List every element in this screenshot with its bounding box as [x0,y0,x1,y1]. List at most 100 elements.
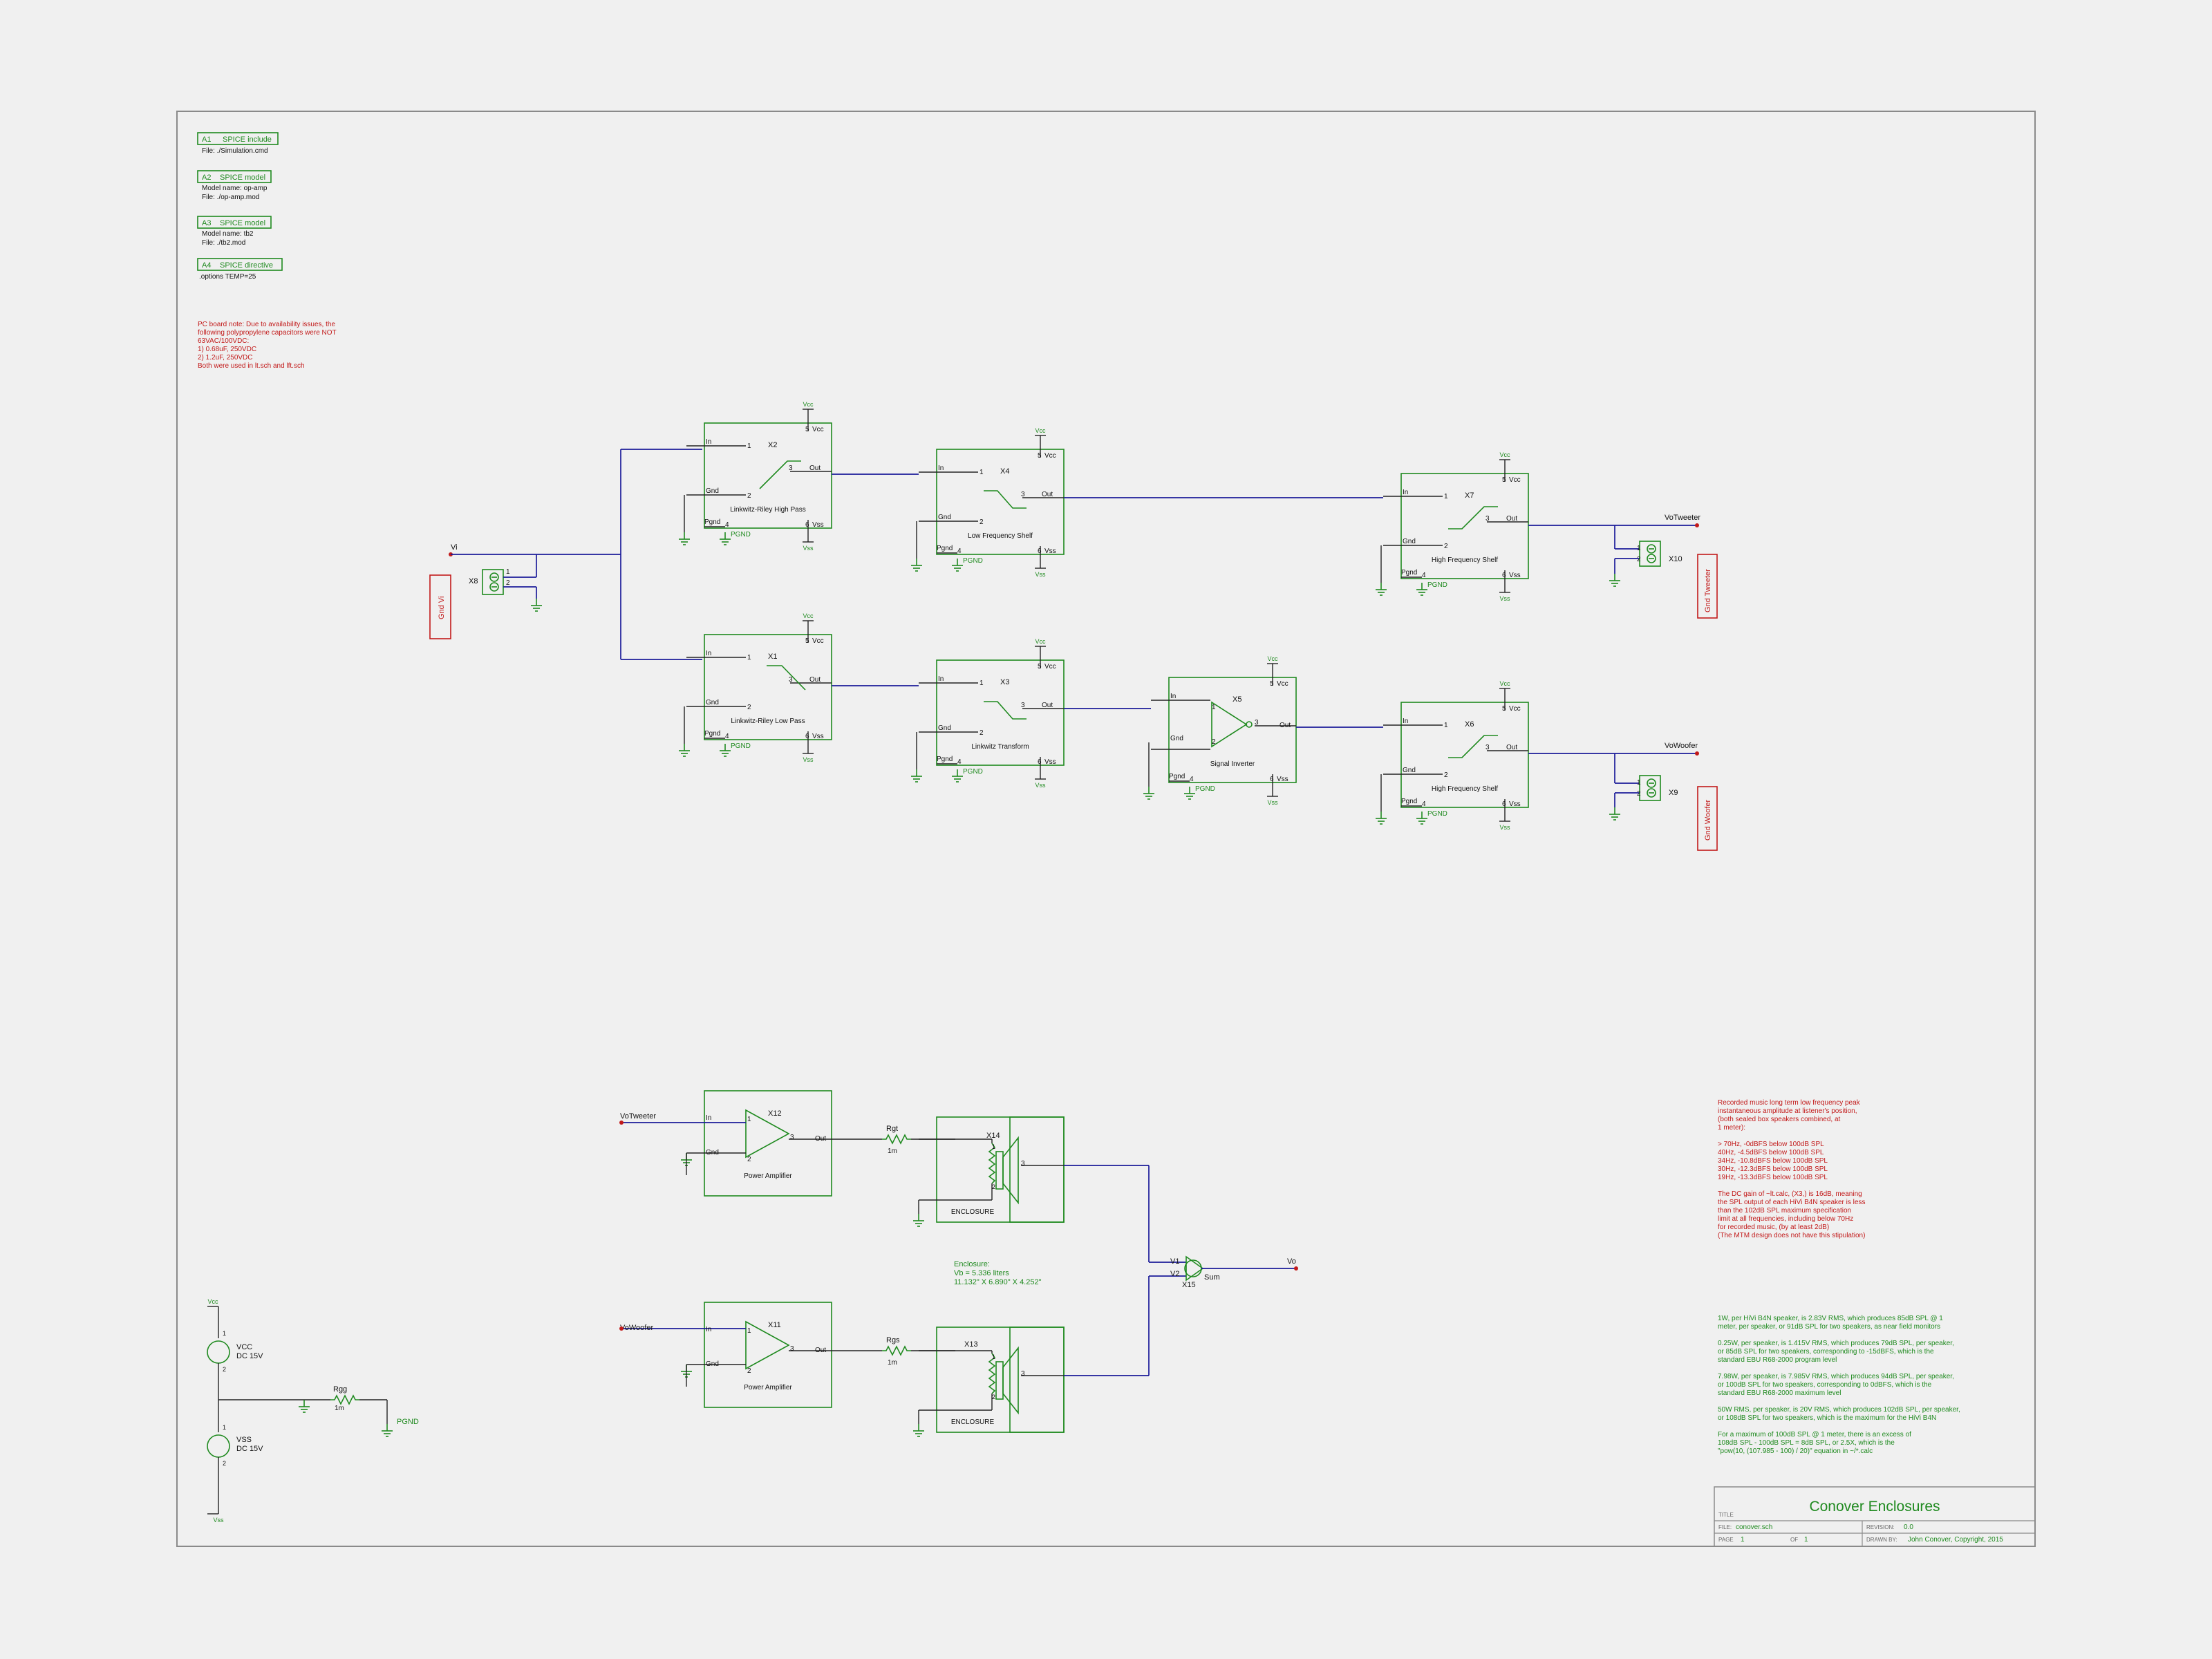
svg-text:PGND: PGND [1195,785,1215,793]
svg-text:3: 3 [1021,702,1025,709]
svg-text:3: 3 [1485,515,1490,523]
vo-tweeter-input-net: VoTweeter [619,1112,656,1125]
svg-text:11.132" X 6.890" X 4.252": 11.132" X 6.890" X 4.252" [954,1278,1042,1286]
svg-text:1: 1 [506,568,510,576]
sheet-frame [176,111,2036,1547]
svg-text:X5: X5 [1232,695,1241,704]
svg-text:Signal Inverter: Signal Inverter [1210,760,1255,768]
svg-text:Out: Out [815,1135,826,1143]
svg-text:Pgnd: Pgnd [704,730,720,738]
svg-text:63VAC/100VDC:: 63VAC/100VDC: [198,337,249,345]
svg-text:for recorded music, (by at lea: for recorded music, (by at least 2dB) [1718,1224,1829,1231]
svg-text:> 70Hz, -0dBFS below 100dB SPL: > 70Hz, -0dBFS below 100dB SPL [1718,1141,1824,1148]
svg-text:V1: V1 [1170,1257,1179,1266]
svg-text:Vss: Vss [1277,776,1288,783]
svg-text:standard EBU R68-2000 program: standard EBU R68-2000 program level [1718,1356,1837,1364]
svg-text:5: 5 [1502,705,1506,713]
svg-text:VSS: VSS [236,1436,252,1444]
svg-text:Pgnd: Pgnd [937,545,953,552]
svg-text:5: 5 [1270,680,1274,688]
svg-text:Vss: Vss [812,521,824,529]
svg-text:Vcc: Vcc [1277,680,1288,688]
svg-text:PGND: PGND [963,557,983,565]
svg-text:X9: X9 [1669,789,1678,797]
svg-text:FILE:: FILE: [1718,1524,1732,1530]
svg-text:6: 6 [805,521,809,529]
svg-text:4: 4 [957,547,962,555]
svg-text:standard EBU R68-2000 maximum: standard EBU R68-2000 maximum level [1718,1389,1841,1397]
svg-text:4: 4 [1422,800,1426,808]
spice-directive-block: A4 SPICE directive .options TEMP=25 [197,258,283,281]
svg-text:Gnd: Gnd [938,514,951,521]
svg-text:Vss: Vss [1267,799,1278,806]
svg-text:PGND: PGND [397,1418,419,1426]
svg-text:PGND: PGND [1427,810,1447,818]
spice-model-block-tb2: A3 SPICE model Model name: tb2 File: ./t… [197,216,272,247]
svg-text:Out: Out [1506,744,1517,751]
svg-text:Linkwitz-Riley High Pass: Linkwitz-Riley High Pass [730,506,805,514]
svg-text:File: ./Simulation.cmd: File: ./Simulation.cmd [202,147,268,155]
svg-text:6: 6 [1038,758,1042,766]
svg-text:6: 6 [1502,800,1506,808]
svg-text:Vss: Vss [1044,758,1056,766]
svg-text:6: 6 [1270,776,1274,783]
svg-text:1: 1 [980,679,984,687]
svg-text:X14: X14 [986,1132,1000,1140]
svg-text:or 85dB SPL for two speakers,: or 85dB SPL for two speakers, correspond… [1718,1348,1934,1356]
svg-text:Vcc: Vcc [812,426,824,433]
svg-text:A4: A4 [202,261,211,270]
svg-text:Vss: Vss [1499,824,1510,831]
svg-text:meter, per speaker, or 91dB SP: meter, per speaker, or 91dB SPL for two … [1718,1323,1940,1331]
svg-text:conover.sch: conover.sch [1736,1524,1772,1531]
svg-text:Rgg: Rgg [333,1385,347,1394]
svg-text:1: 1 [1444,493,1448,500]
svg-text:1: 1 [223,1424,226,1431]
svg-text:6: 6 [1502,572,1506,579]
enclosure-x13: X13 ENCLOSURE 3 1 2 [918,1327,1065,1433]
title-block: TITLE Conover Enclosures FILE: conover.s… [1714,1486,2036,1547]
signal-wires [832,474,1697,754]
svg-text:2: 2 [980,729,984,737]
svg-text:X7: X7 [1465,491,1474,500]
svg-text:1: 1 [1741,1536,1745,1544]
svg-text:1 meter):: 1 meter): [1718,1124,1745,1132]
spice-include-block: A1 SPICE include File: ./Simulation.cmd [197,132,279,155]
enclosure-note: Enclosure: Vb = 5.336 liters 11.132" X 6… [954,1260,1042,1286]
svg-text:Vss: Vss [803,756,814,763]
svg-text:Model name: tb2: Model name: tb2 [202,230,254,238]
svg-text:1: 1 [1804,1536,1808,1544]
svg-text:Gnd: Gnd [1403,538,1416,545]
svg-text:SPICE model: SPICE model [220,219,265,227]
svg-text:4: 4 [725,733,729,740]
svg-text:2: 2 [223,1366,226,1373]
svg-text:X12: X12 [768,1109,782,1118]
svg-text:1m: 1m [335,1405,344,1412]
svg-text:3: 3 [790,1134,794,1141]
svg-text:Vss: Vss [812,733,824,740]
svg-text:1: 1 [1637,779,1641,787]
svg-text:Gnd Vi: Gnd Vi [438,597,446,619]
svg-text:PAGE: PAGE [1718,1537,1734,1543]
svg-text:Out: Out [809,465,821,472]
spice-model-block-opamp: A2 SPICE model Model name: op-amp File: … [197,170,272,201]
svg-text:3: 3 [1021,1370,1025,1378]
connector-x10: 1 2 X10 [1637,541,1683,567]
svg-text:0.0: 0.0 [1904,1524,1913,1531]
vo-woofer-input-net: VoWoofer [619,1324,653,1332]
svg-text:X2: X2 [768,441,777,449]
svg-text:In: In [706,650,711,657]
svg-text:1m: 1m [888,1147,897,1155]
svg-text:3: 3 [1021,1160,1025,1168]
svg-text:Vcc: Vcc [1499,451,1510,458]
svg-text:2: 2 [747,492,751,500]
svg-text:REVISION:: REVISION: [1866,1524,1894,1530]
svg-text:Pgnd: Pgnd [1169,773,1185,780]
svg-text:Gnd: Gnd [1403,767,1416,774]
svg-text:DRAWN BY:: DRAWN BY: [1866,1537,1897,1543]
svg-text:4: 4 [957,758,962,766]
svg-text:7.98W, per speaker, is 7.985V: 7.98W, per speaker, is 7.985V RMS, which… [1718,1373,1954,1380]
spl-green-note: 1W, per HiVi B4N speaker, is 2.83V RMS, … [1718,1315,1960,1455]
svg-text:or 100dB SPL for two speakers,: or 100dB SPL for two speakers, correspon… [1718,1381,1932,1389]
gnd-tweeter-box: Gnd Tweeter [1697,554,1718,619]
svg-text:2: 2 [747,1367,751,1375]
